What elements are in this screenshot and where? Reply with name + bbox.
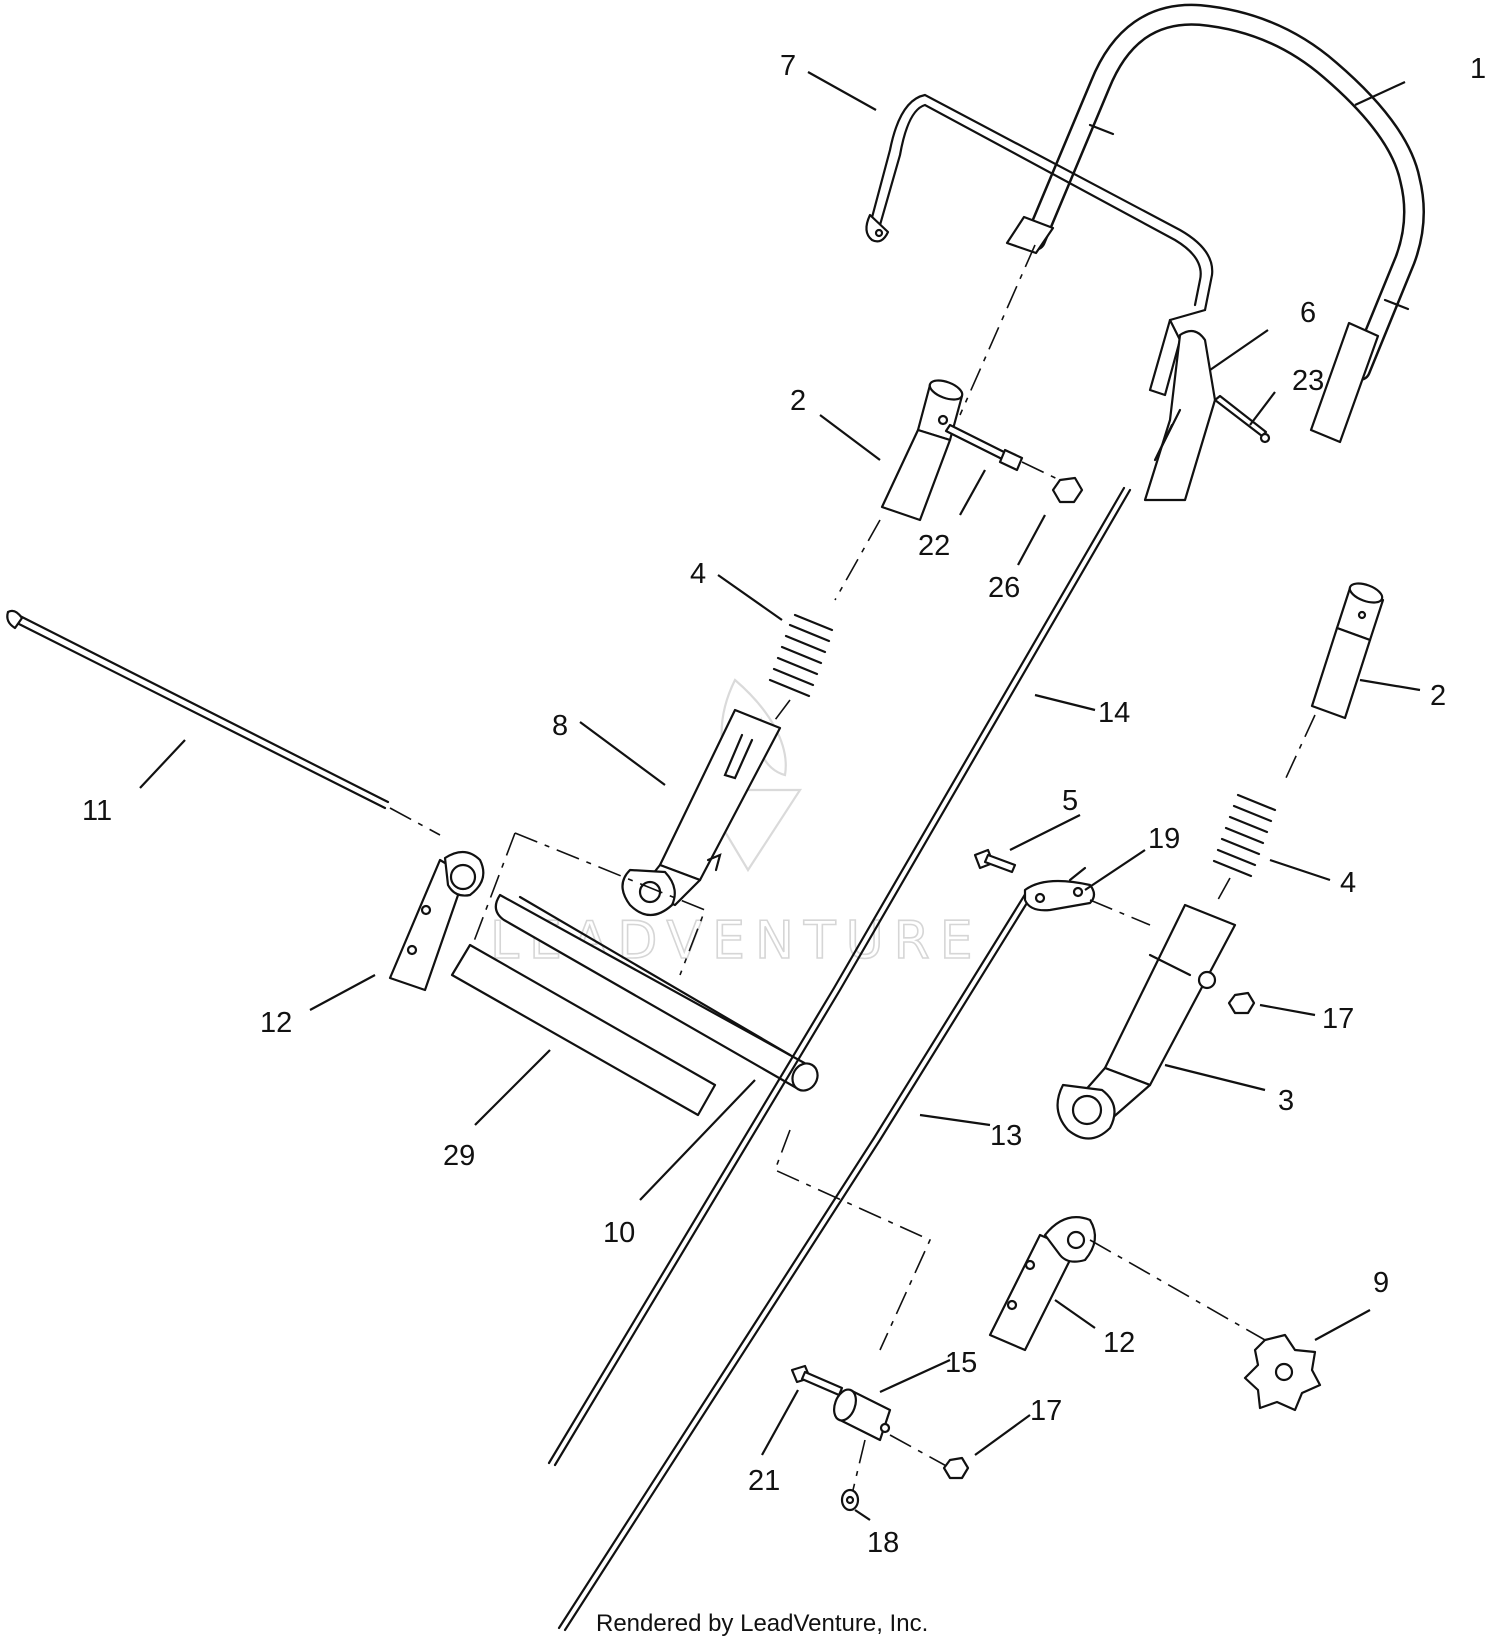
callout-4-left: 4 (690, 558, 706, 590)
cable-bracket-19 (1023, 866, 1096, 912)
control-bail (865, 93, 1214, 322)
pivot-arm-left (388, 850, 485, 992)
drive-cable (547, 486, 1132, 1467)
callout-15: 15 (945, 1347, 977, 1379)
callout-12-left: 12 (260, 1007, 292, 1039)
callout-1: 1 (1470, 53, 1486, 85)
callout-12-right: 12 (1103, 1327, 1135, 1359)
axle (494, 893, 819, 1092)
callout-17-lower: 17 (1030, 1395, 1062, 1427)
callout-14: 14 (1098, 697, 1130, 729)
callout-19: 19 (1148, 823, 1180, 855)
callout-4-right: 4 (1340, 867, 1356, 899)
callout-29: 29 (443, 1140, 475, 1172)
callout-21: 21 (748, 1465, 780, 1497)
bolt-5 (973, 848, 1017, 874)
lower-cable (557, 886, 1037, 1632)
callout-6: 6 (1300, 297, 1316, 329)
callout-3: 3 (1278, 1085, 1294, 1117)
handle-adapter-left (880, 379, 964, 522)
callout-2-upper: 2 (790, 385, 806, 417)
leader-lines (139, 71, 1421, 1521)
callout-2-right: 2 (1430, 680, 1446, 712)
callout-17-upper: 17 (1322, 1003, 1354, 1035)
height-arm-right (1056, 903, 1237, 1140)
render-credit: Rendered by LeadVenture, Inc. (596, 1610, 928, 1637)
nut-17-upper (1227, 991, 1256, 1015)
callout-7: 7 (780, 50, 796, 82)
callout-23: 23 (1292, 365, 1324, 397)
nut-26 (1051, 476, 1084, 504)
callout-5: 5 (1062, 785, 1078, 817)
cable-clamp-15 (833, 1388, 892, 1442)
callout-labels: 1 7 6 23 2 22 26 4 14 2 8 11 5 19 4 12 1… (82, 50, 1486, 1559)
pivot-arm-right (988, 1216, 1097, 1352)
knob (1243, 1333, 1322, 1412)
callout-8: 8 (552, 710, 568, 742)
washer-18 (840, 1488, 860, 1512)
callout-13: 13 (990, 1120, 1022, 1152)
nut-17-lower (942, 1456, 970, 1480)
handle-adapter-right (1310, 582, 1385, 720)
spring-left (768, 613, 834, 698)
callout-26: 26 (988, 572, 1020, 604)
callout-9: 9 (1373, 1267, 1389, 1299)
callout-22: 22 (918, 530, 950, 562)
callout-11: 11 (82, 795, 112, 827)
callout-18: 18 (867, 1527, 899, 1559)
upper-handle (1005, 3, 1425, 444)
rod (6, 609, 390, 810)
height-arm-left (621, 708, 782, 917)
spring-right (1212, 793, 1277, 878)
axle-cover (450, 943, 717, 1117)
bolt-22 (944, 423, 1024, 472)
control-bracket (1143, 318, 1271, 502)
callout-10: 10 (603, 1217, 635, 1249)
bolt-21 (790, 1364, 844, 1397)
